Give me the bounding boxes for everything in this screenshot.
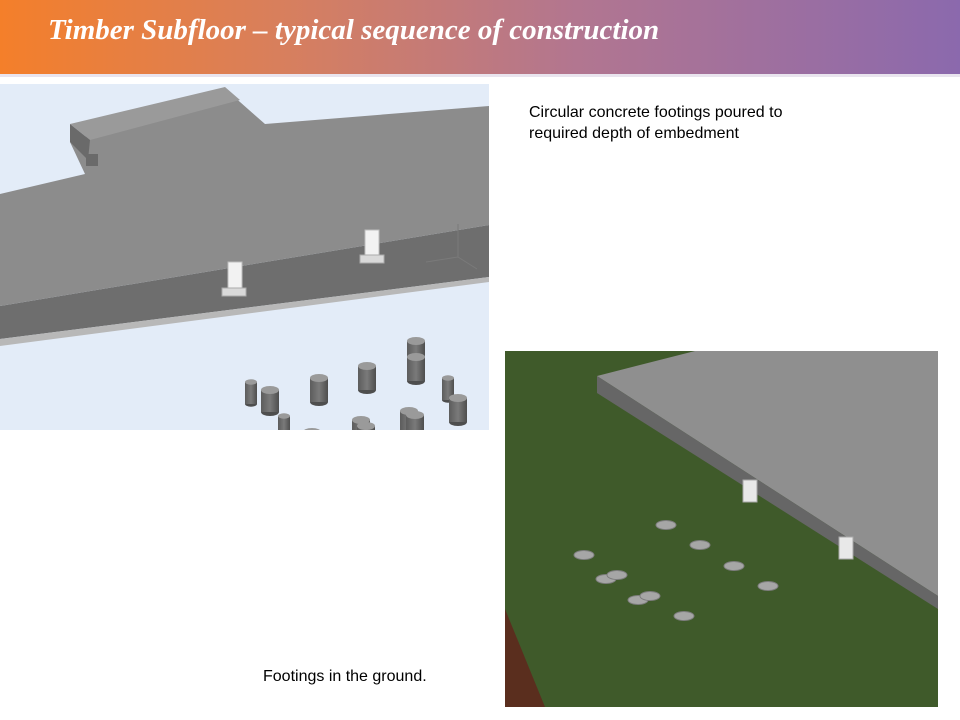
title-bar: Timber Subfloor – typical sequence of co…	[0, 0, 960, 74]
pier-block-1	[221, 261, 247, 297]
slab-bearer-line	[0, 277, 489, 346]
footing-cylinder	[278, 413, 290, 430]
footing-cylinder	[449, 393, 467, 427]
footings-cad-render	[0, 84, 489, 430]
footing-disc	[606, 570, 628, 580]
soil-edge	[505, 609, 545, 707]
footing-disc	[689, 540, 711, 550]
footings-ground-render	[505, 351, 938, 707]
axis-triad-icon	[425, 224, 478, 270]
footing-disc	[573, 550, 595, 560]
footing-cylinder	[407, 352, 425, 386]
footing-cylinder	[406, 410, 424, 430]
footing-disc	[757, 581, 779, 591]
footing-disc	[639, 591, 661, 601]
pier-block-2	[359, 229, 385, 264]
ground-slab-top	[597, 351, 938, 596]
footing-cylinders	[245, 336, 467, 430]
title-divider	[0, 74, 960, 77]
footing-cylinder	[358, 361, 376, 395]
ground-pier-1	[742, 479, 758, 503]
caption-bottom: Footings in the ground.	[263, 668, 427, 685]
ground-pier-2	[838, 536, 854, 560]
footing-disc	[723, 561, 745, 571]
slab-step	[70, 87, 240, 140]
footing-cylinder	[357, 421, 375, 430]
footing-cylinder	[310, 373, 328, 407]
slide-title: Timber Subfloor – typical sequence of co…	[48, 14, 660, 46]
slab-top	[0, 89, 489, 306]
footing-cylinder	[304, 427, 320, 430]
slab-post	[86, 154, 98, 166]
footing-cylinder	[245, 379, 257, 407]
footing-disc	[655, 520, 677, 530]
footing-cylinder	[261, 385, 279, 417]
footing-discs	[573, 520, 779, 621]
slab-step-face	[70, 124, 90, 160]
caption-top: Circular concrete footings poured to req…	[529, 104, 783, 142]
footing-disc	[673, 611, 695, 621]
